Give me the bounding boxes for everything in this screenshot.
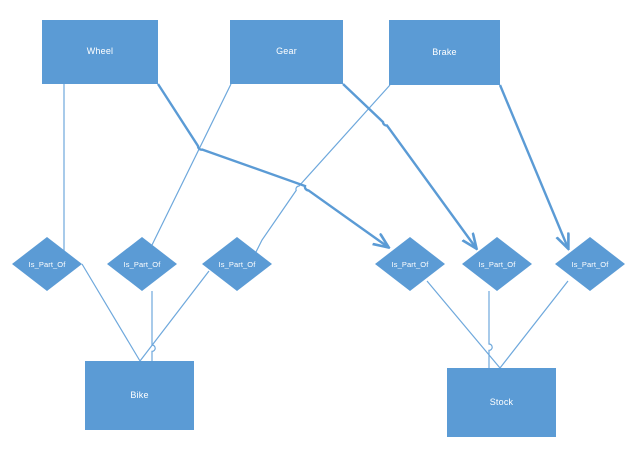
entity-bike-label: Bike [130, 389, 149, 400]
relationship-is-part-of-6[interactable]: Is_Part_Of [555, 237, 625, 291]
entity-stock-label: Stock [489, 396, 514, 407]
relationship-label: Is_Part_Of [391, 259, 429, 269]
connector-rel3-to-bike [139, 270, 210, 362]
relationship-is-part-of-4[interactable]: Is_Part_Of [375, 237, 445, 291]
entity-stock[interactable]: Stock [447, 368, 556, 437]
entity-wheel-label: Wheel [86, 46, 114, 56]
entity-gear[interactable]: Gear [230, 20, 343, 84]
connector-rel2-to-bike [151, 291, 156, 361]
relationship-is-part-of-2[interactable]: Is_Part_Of [107, 237, 177, 291]
connector-gear-to-rel5 [342, 83, 476, 248]
connector-brake-to-rel6 [498, 84, 568, 248]
relationship-is-part-of-3[interactable]: Is_Part_Of [202, 237, 272, 291]
entity-wheel[interactable]: Wheel [42, 20, 158, 84]
relationship-is-part-of-5[interactable]: Is_Part_Of [462, 237, 532, 291]
connector-rel4-to-stock [426, 280, 501, 369]
connector-rel6-to-stock [499, 280, 569, 369]
entity-bike[interactable]: Bike [85, 361, 194, 430]
relationship-label: Is_Part_Of [478, 259, 516, 269]
relationship-label: Is_Part_Of [28, 259, 66, 269]
relationship-is-part-of-1[interactable]: Is_Part_Of [12, 237, 82, 291]
entity-brake-label: Brake [432, 46, 457, 57]
entity-brake[interactable]: Brake [389, 20, 500, 85]
connector-wheel-to-rel4 [156, 83, 388, 247]
relationship-label: Is_Part_Of [571, 259, 609, 269]
connector-rel5-to-stock [488, 291, 493, 368]
relationship-label: Is_Part_Of [218, 259, 256, 269]
connector-rel1-to-bike [81, 263, 141, 362]
relationship-label: Is_Part_Of [123, 259, 161, 269]
entity-gear-label: Gear [276, 46, 297, 56]
connector-brake-to-rel3 [253, 84, 391, 257]
